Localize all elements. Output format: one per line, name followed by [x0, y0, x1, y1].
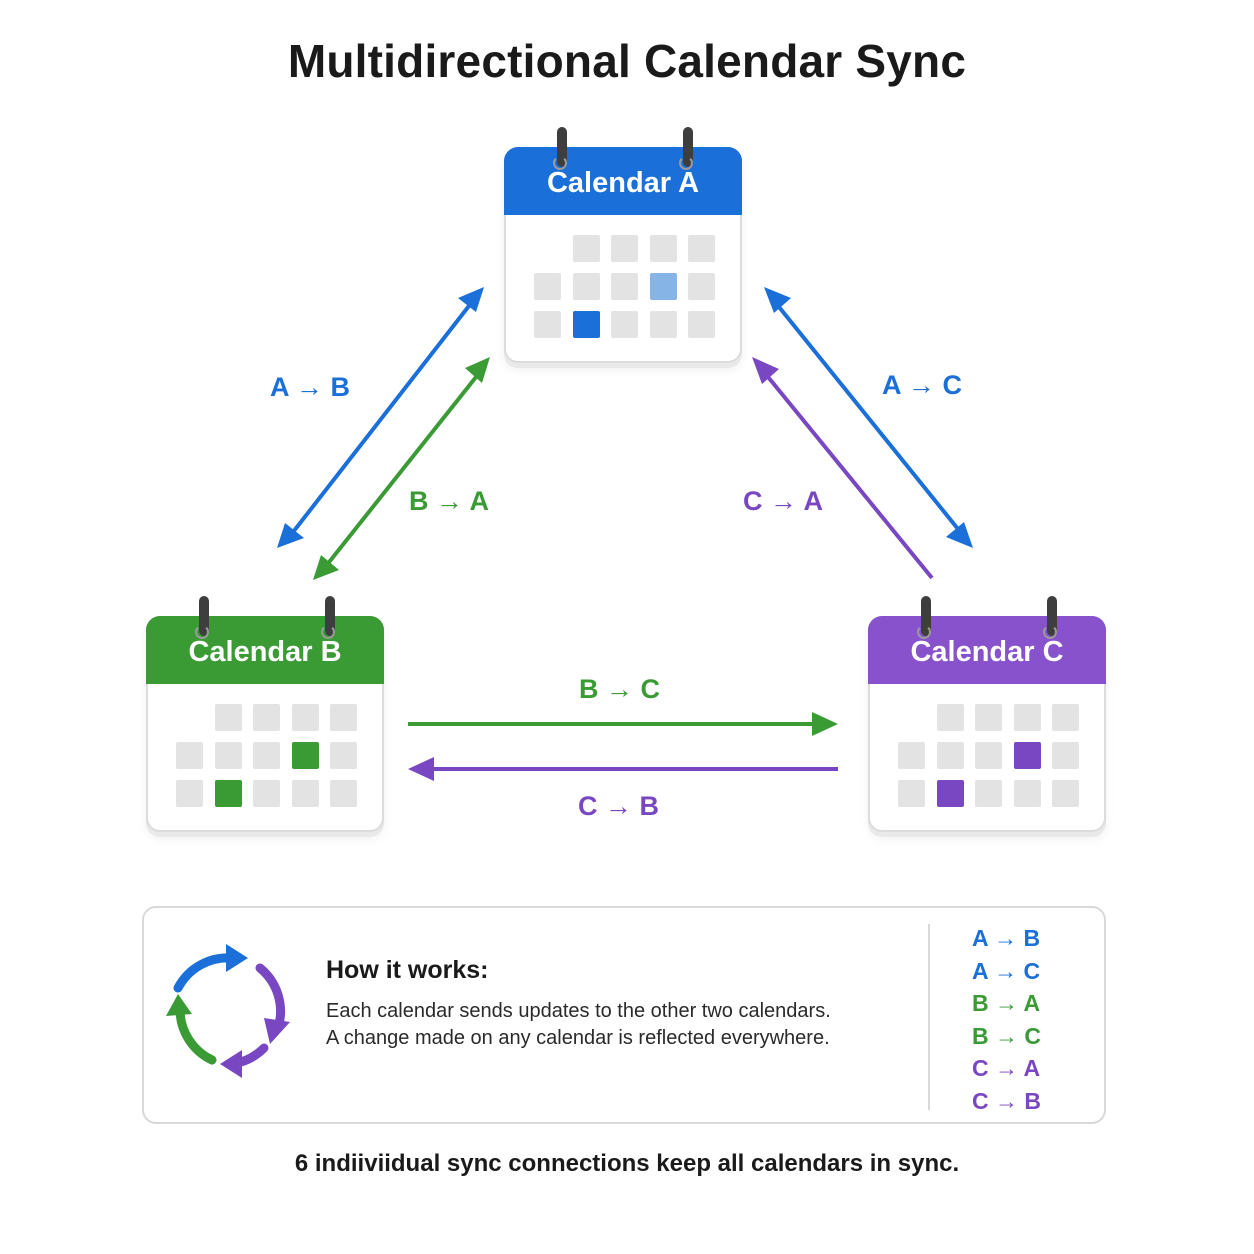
- info-line-2: A change made on any calendar is reflect…: [326, 1027, 830, 1049]
- calendar-day-cell: [1052, 704, 1079, 731]
- calendar-day-cell: [975, 780, 1002, 807]
- calendar-a: Calendar A: [504, 127, 742, 363]
- calendar-day-cell: [572, 311, 600, 338]
- binder-ring: [195, 596, 209, 639]
- calendar-day-cell: [898, 742, 925, 769]
- calendar-day-cell: [688, 311, 715, 338]
- calendar-a-label: Calendar A: [546, 167, 700, 199]
- info-line-1: Each calendar sends updates to the other…: [326, 1000, 831, 1022]
- sync-cycle-icon: [166, 944, 290, 1078]
- calendar-b-label: Calendar B: [188, 636, 342, 668]
- calendar-day-cell: [253, 704, 280, 731]
- info-panel: How it works: Each calendar sends update…: [142, 906, 1106, 1124]
- list-item: C → B: [972, 1087, 1041, 1114]
- binder-ring: [1043, 596, 1057, 639]
- calendar-day-cell: [975, 704, 1002, 731]
- calendar-day-cell: [936, 780, 964, 807]
- list-item: B → C: [972, 1022, 1041, 1049]
- calendar-b-header: Calendar B: [146, 616, 384, 684]
- arrow-c-to-b: [408, 757, 838, 781]
- arrow-c-to-a: [752, 357, 934, 580]
- list-item: B → A: [972, 990, 1041, 1016]
- arrow-b-to-c: [408, 712, 838, 736]
- binder-ring: [321, 596, 335, 639]
- calendar-day-cell: [572, 273, 600, 300]
- label-b-to-a: B → A: [409, 486, 489, 516]
- calendar-day-cell: [330, 704, 357, 731]
- calendar-day-cell: [534, 273, 561, 300]
- calendar-day-cell: [1052, 742, 1079, 769]
- calendar-day-cell: [611, 273, 638, 300]
- list-item: A → B: [972, 925, 1041, 951]
- calendar-day-cell: [176, 742, 203, 769]
- calendar-day-cell: [649, 235, 677, 262]
- calendar-day-cell: [1013, 704, 1041, 731]
- calendar-day-cell: [1013, 742, 1041, 769]
- calendar-day-cell: [1052, 780, 1079, 807]
- calendar-day-cell: [649, 273, 677, 300]
- info-heading: How it works:: [326, 956, 489, 984]
- arrow-a-to-c: [764, 287, 973, 548]
- label-a-to-b: A → B: [270, 372, 350, 402]
- calendar-day-cell: [253, 742, 280, 769]
- calendar-day-cell: [214, 704, 242, 731]
- calendar-day-cell: [898, 780, 925, 807]
- calendar-day-cell: [688, 273, 715, 300]
- calendar-day-cell: [291, 742, 319, 769]
- list-item: A → C: [972, 957, 1041, 984]
- connection-list: A → B A → C B → A B → C C → A C → B: [972, 922, 1041, 1117]
- diagram-title: Multidirectional Calendar Sync: [287, 35, 967, 87]
- label-c-to-a: C → A: [743, 486, 823, 516]
- calendar-day-cell: [176, 780, 203, 807]
- calendar-day-cell: [611, 311, 638, 338]
- calendar-a-header: Calendar A: [504, 147, 742, 215]
- calendar-day-cell: [688, 235, 715, 262]
- calendar-day-cell: [611, 235, 638, 262]
- divider: [928, 924, 930, 1110]
- calendar-day-cell: [330, 780, 357, 807]
- calendar-day-cell: [291, 780, 319, 807]
- calendar-day-cell: [936, 742, 964, 769]
- calendar-day-cell: [291, 704, 319, 731]
- calendar-day-cell: [649, 311, 677, 338]
- label-b-to-c: B → C: [579, 674, 660, 704]
- calendar-day-cell: [1013, 780, 1041, 807]
- calendar-day-cell: [534, 311, 561, 338]
- calendar-day-cell: [936, 704, 964, 731]
- calendar-day-cell: [975, 742, 1002, 769]
- label-a-to-c: A → C: [882, 370, 962, 400]
- calendar-day-cell: [330, 742, 357, 769]
- calendar-day-cell: [214, 780, 242, 807]
- arrow-a-to-b: [277, 287, 484, 548]
- calendar-day-cell: [253, 780, 280, 807]
- label-c-to-b: C → B: [578, 791, 659, 821]
- footer-note: 6 indiiviidual sync connections keep all…: [294, 1150, 960, 1177]
- calendar-c-label: Calendar C: [910, 636, 1064, 668]
- calendar-c: Calendar C: [868, 596, 1106, 832]
- list-item: C → A: [972, 1055, 1041, 1081]
- calendar-day-cell: [572, 235, 600, 262]
- calendar-c-header: Calendar C: [868, 616, 1106, 684]
- binder-ring: [679, 127, 693, 170]
- calendar-day-cell: [214, 742, 242, 769]
- calendar-b: Calendar B: [146, 596, 384, 832]
- binder-ring: [917, 596, 931, 639]
- arrow-b-to-a: [313, 357, 490, 580]
- binder-ring: [553, 127, 567, 170]
